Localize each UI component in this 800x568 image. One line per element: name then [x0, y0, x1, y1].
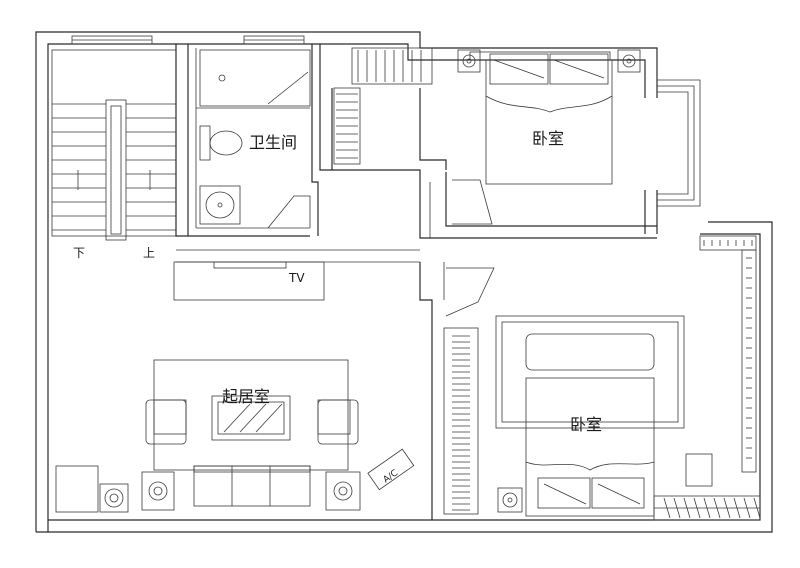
stairs-up-label: 上 [143, 246, 155, 260]
bedroom-top-label: 卧室 [532, 129, 564, 148]
living-room-label: 起居室 [222, 387, 270, 406]
plan-line [663, 497, 671, 519]
tv-label: TV [288, 271, 305, 285]
plan-line [713, 497, 721, 519]
plan-line [255, 403, 283, 433]
tv-unit: TV [173, 249, 420, 301]
bathroom: 卫生间 [175, 44, 319, 237]
ac-label: A/C [382, 468, 400, 485]
plan-line [733, 497, 741, 519]
plan-line [703, 497, 711, 519]
plan-line [223, 403, 251, 433]
bedroom-top: 卧室 [419, 49, 657, 239]
bathroom-label: 卫生间 [249, 133, 297, 152]
exterior-walls [35, 31, 773, 533]
plan-line [723, 497, 731, 519]
plan-line [753, 497, 761, 519]
bay-window [657, 79, 701, 207]
plan-line [673, 497, 681, 519]
bedroom-bottom-label: 卧室 [570, 415, 602, 434]
plan-line [693, 497, 701, 519]
plan-line [683, 497, 691, 519]
staircase: 下 上 [51, 49, 177, 260]
living-room: A/C 起居室 [55, 359, 415, 513]
bedroom-bottom: 卧室 [419, 262, 761, 521]
plan-line [239, 403, 267, 433]
windows-right [699, 235, 757, 473]
plan-line [743, 497, 751, 519]
stairs-down-label: 下 [73, 246, 85, 260]
closet-top [319, 44, 447, 182]
